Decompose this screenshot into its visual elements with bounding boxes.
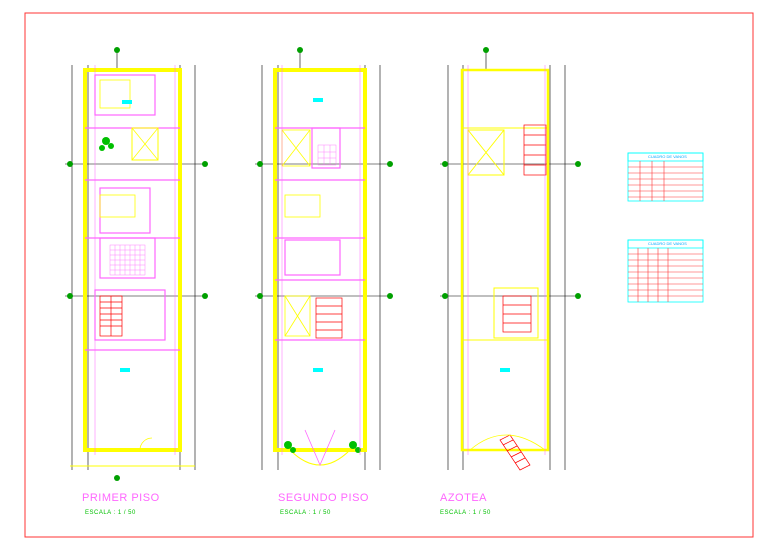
plan-primer-piso [65, 47, 208, 481]
plan-scale-azotea: ESCALA : 1 / 50 [440, 510, 491, 516]
plan-title-primer-piso: PRIMER PISO [82, 492, 160, 504]
plan-segundo-piso [255, 47, 393, 470]
sheet-border [24, 12, 754, 538]
plan-scale-segundo-piso: ESCALA : 1 / 50 [280, 510, 331, 516]
schedule-table-1-title: CUADRO DE VANOS [648, 154, 687, 159]
plan-azotea [440, 47, 581, 471]
schedule-table-1 [627, 152, 704, 202]
plan-title-azotea: AZOTEA [440, 492, 488, 504]
plan-scale-primer-piso: ESCALA : 1 / 50 [85, 510, 136, 516]
schedule-table-2 [627, 239, 704, 303]
schedule-table-2-title: CUADRO DE VANOS [648, 241, 687, 246]
plan-title-segundo-piso: SEGUNDO PISO [278, 492, 369, 504]
